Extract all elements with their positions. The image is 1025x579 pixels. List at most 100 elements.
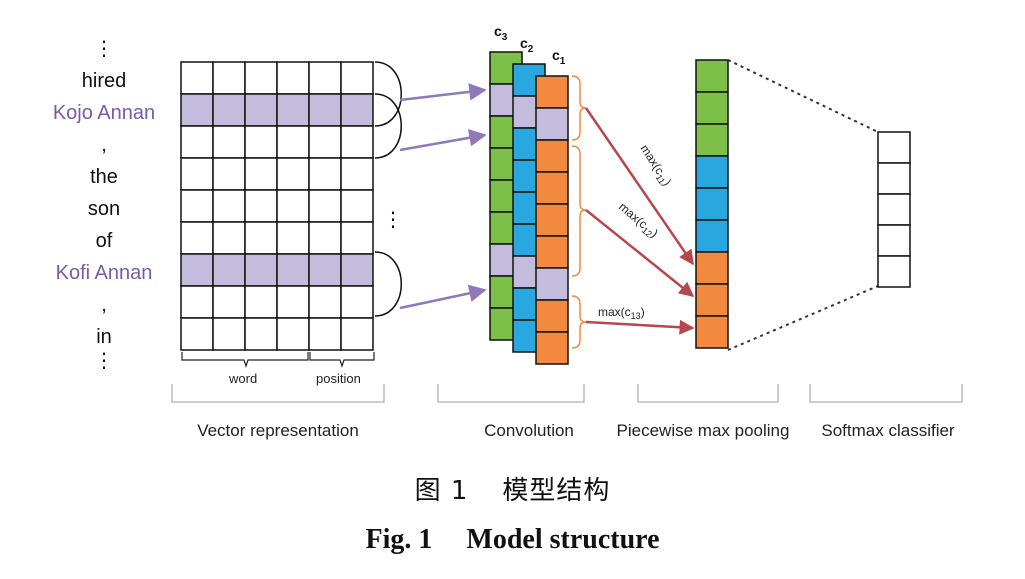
sentence-token: , bbox=[101, 134, 107, 156]
section-softmax-classifier: Softmax classifier bbox=[821, 421, 955, 440]
conv-cell bbox=[535, 299, 569, 333]
pooled-cell bbox=[695, 315, 729, 349]
sentence-token: , bbox=[101, 294, 107, 316]
section-convolution: Convolution bbox=[484, 421, 574, 440]
matrix-cell bbox=[244, 189, 278, 223]
convolution-feature-maps bbox=[489, 51, 569, 365]
matrix-cell bbox=[340, 221, 374, 255]
conv-cell bbox=[535, 267, 569, 301]
caption-cn-title: 模型结构 bbox=[502, 476, 611, 506]
softmax-cell bbox=[877, 162, 911, 195]
section-piecewise-max-pooling: Piecewise max pooling bbox=[617, 421, 790, 440]
section-brackets bbox=[171, 384, 963, 403]
softmax-connections bbox=[727, 59, 879, 351]
matrix-cell bbox=[276, 157, 310, 191]
matrix-cell-entity bbox=[212, 93, 246, 127]
matrix-cell bbox=[340, 189, 374, 223]
softmax-output-layer bbox=[877, 131, 911, 288]
max-c13-label: max(c13) bbox=[598, 305, 645, 321]
conv-cell bbox=[535, 139, 569, 173]
conv-cell bbox=[535, 331, 569, 365]
matrix-cell bbox=[212, 61, 246, 95]
matrix-cell-entity bbox=[180, 253, 214, 287]
c3-label: c3 bbox=[494, 23, 508, 43]
matrix-cell bbox=[244, 157, 278, 191]
max-c11-label: max(c11) bbox=[636, 142, 674, 189]
caption-cn-label: 图 1 bbox=[414, 476, 469, 506]
matrix-cell-entity bbox=[276, 253, 310, 287]
pooled-cell bbox=[695, 251, 729, 285]
sentence-token: son bbox=[88, 198, 120, 220]
matrix-cell bbox=[276, 221, 310, 255]
matrix-cell bbox=[212, 125, 246, 159]
matrix-cell bbox=[212, 221, 246, 255]
matrix-cell bbox=[276, 317, 310, 351]
sentence-token: ⋮ bbox=[94, 350, 114, 372]
matrix-cell-entity bbox=[244, 253, 278, 287]
pooled-cell bbox=[695, 283, 729, 317]
figure-caption-english: Fig. 1 Model structure bbox=[0, 524, 1025, 556]
matrix-cell bbox=[308, 189, 342, 223]
pooled-cell bbox=[695, 123, 729, 157]
matrix-cell bbox=[308, 61, 342, 95]
matrix-cell bbox=[308, 125, 342, 159]
matrix-cell bbox=[212, 189, 246, 223]
matrix-cell bbox=[180, 285, 214, 319]
conv-cell bbox=[535, 107, 569, 141]
matrix-cell bbox=[276, 61, 310, 95]
vector-ellipsis: ⋮ bbox=[383, 209, 403, 231]
matrix-cell-entity bbox=[308, 253, 342, 287]
sentence-token: the bbox=[90, 166, 118, 188]
pooled-cell bbox=[695, 219, 729, 253]
sentence-token: in bbox=[96, 326, 112, 348]
matrix-cell bbox=[212, 157, 246, 191]
matrix-cell bbox=[340, 285, 374, 319]
matrix-cell bbox=[276, 189, 310, 223]
matrix-cell bbox=[180, 221, 214, 255]
matrix-cell-entity bbox=[340, 93, 374, 127]
matrix-cell-entity bbox=[308, 93, 342, 127]
pooled-feature-vector bbox=[695, 59, 729, 349]
softmax-cell bbox=[877, 193, 911, 226]
matrix-cell bbox=[276, 125, 310, 159]
matrix-cell bbox=[308, 285, 342, 319]
matrix-cell bbox=[244, 221, 278, 255]
conv-cell bbox=[535, 171, 569, 205]
matrix-cell bbox=[180, 61, 214, 95]
matrix-cell-entity bbox=[180, 93, 214, 127]
matrix-cell bbox=[212, 285, 246, 319]
word-label: word bbox=[228, 371, 257, 386]
sentence-token: ⋮ bbox=[94, 38, 114, 60]
entity-token: Kofi Annan bbox=[56, 262, 153, 284]
pooled-cell bbox=[695, 91, 729, 125]
matrix-cell bbox=[180, 125, 214, 159]
matrix-cell bbox=[308, 221, 342, 255]
entity-token: Kojo Annan bbox=[53, 102, 155, 124]
matrix-cell bbox=[244, 61, 278, 95]
pooled-cell bbox=[695, 187, 729, 221]
position-brace bbox=[309, 352, 375, 368]
matrix-cell bbox=[340, 61, 374, 95]
caption-en-label: Fig. 1 bbox=[365, 524, 433, 555]
pooled-cell bbox=[695, 59, 729, 93]
matrix-cell bbox=[308, 317, 342, 351]
matrix-cell bbox=[276, 285, 310, 319]
matrix-cell bbox=[244, 317, 278, 351]
matrix-cell bbox=[340, 157, 374, 191]
matrix-cell-entity bbox=[212, 253, 246, 287]
matrix-cell-entity bbox=[244, 93, 278, 127]
matrix-cell bbox=[180, 189, 214, 223]
input-arrows bbox=[399, 83, 487, 310]
vector-representation-matrix bbox=[180, 61, 374, 351]
matrix-cell bbox=[340, 317, 374, 351]
matrix-cell-entity bbox=[340, 253, 374, 287]
word-brace bbox=[181, 352, 309, 368]
caption-en-title: Model structure bbox=[466, 524, 660, 555]
matrix-cell bbox=[212, 317, 246, 351]
conv-column-c1 bbox=[535, 75, 569, 365]
c1-label: c1 bbox=[552, 47, 566, 67]
matrix-cell bbox=[244, 285, 278, 319]
softmax-cell bbox=[877, 224, 911, 257]
